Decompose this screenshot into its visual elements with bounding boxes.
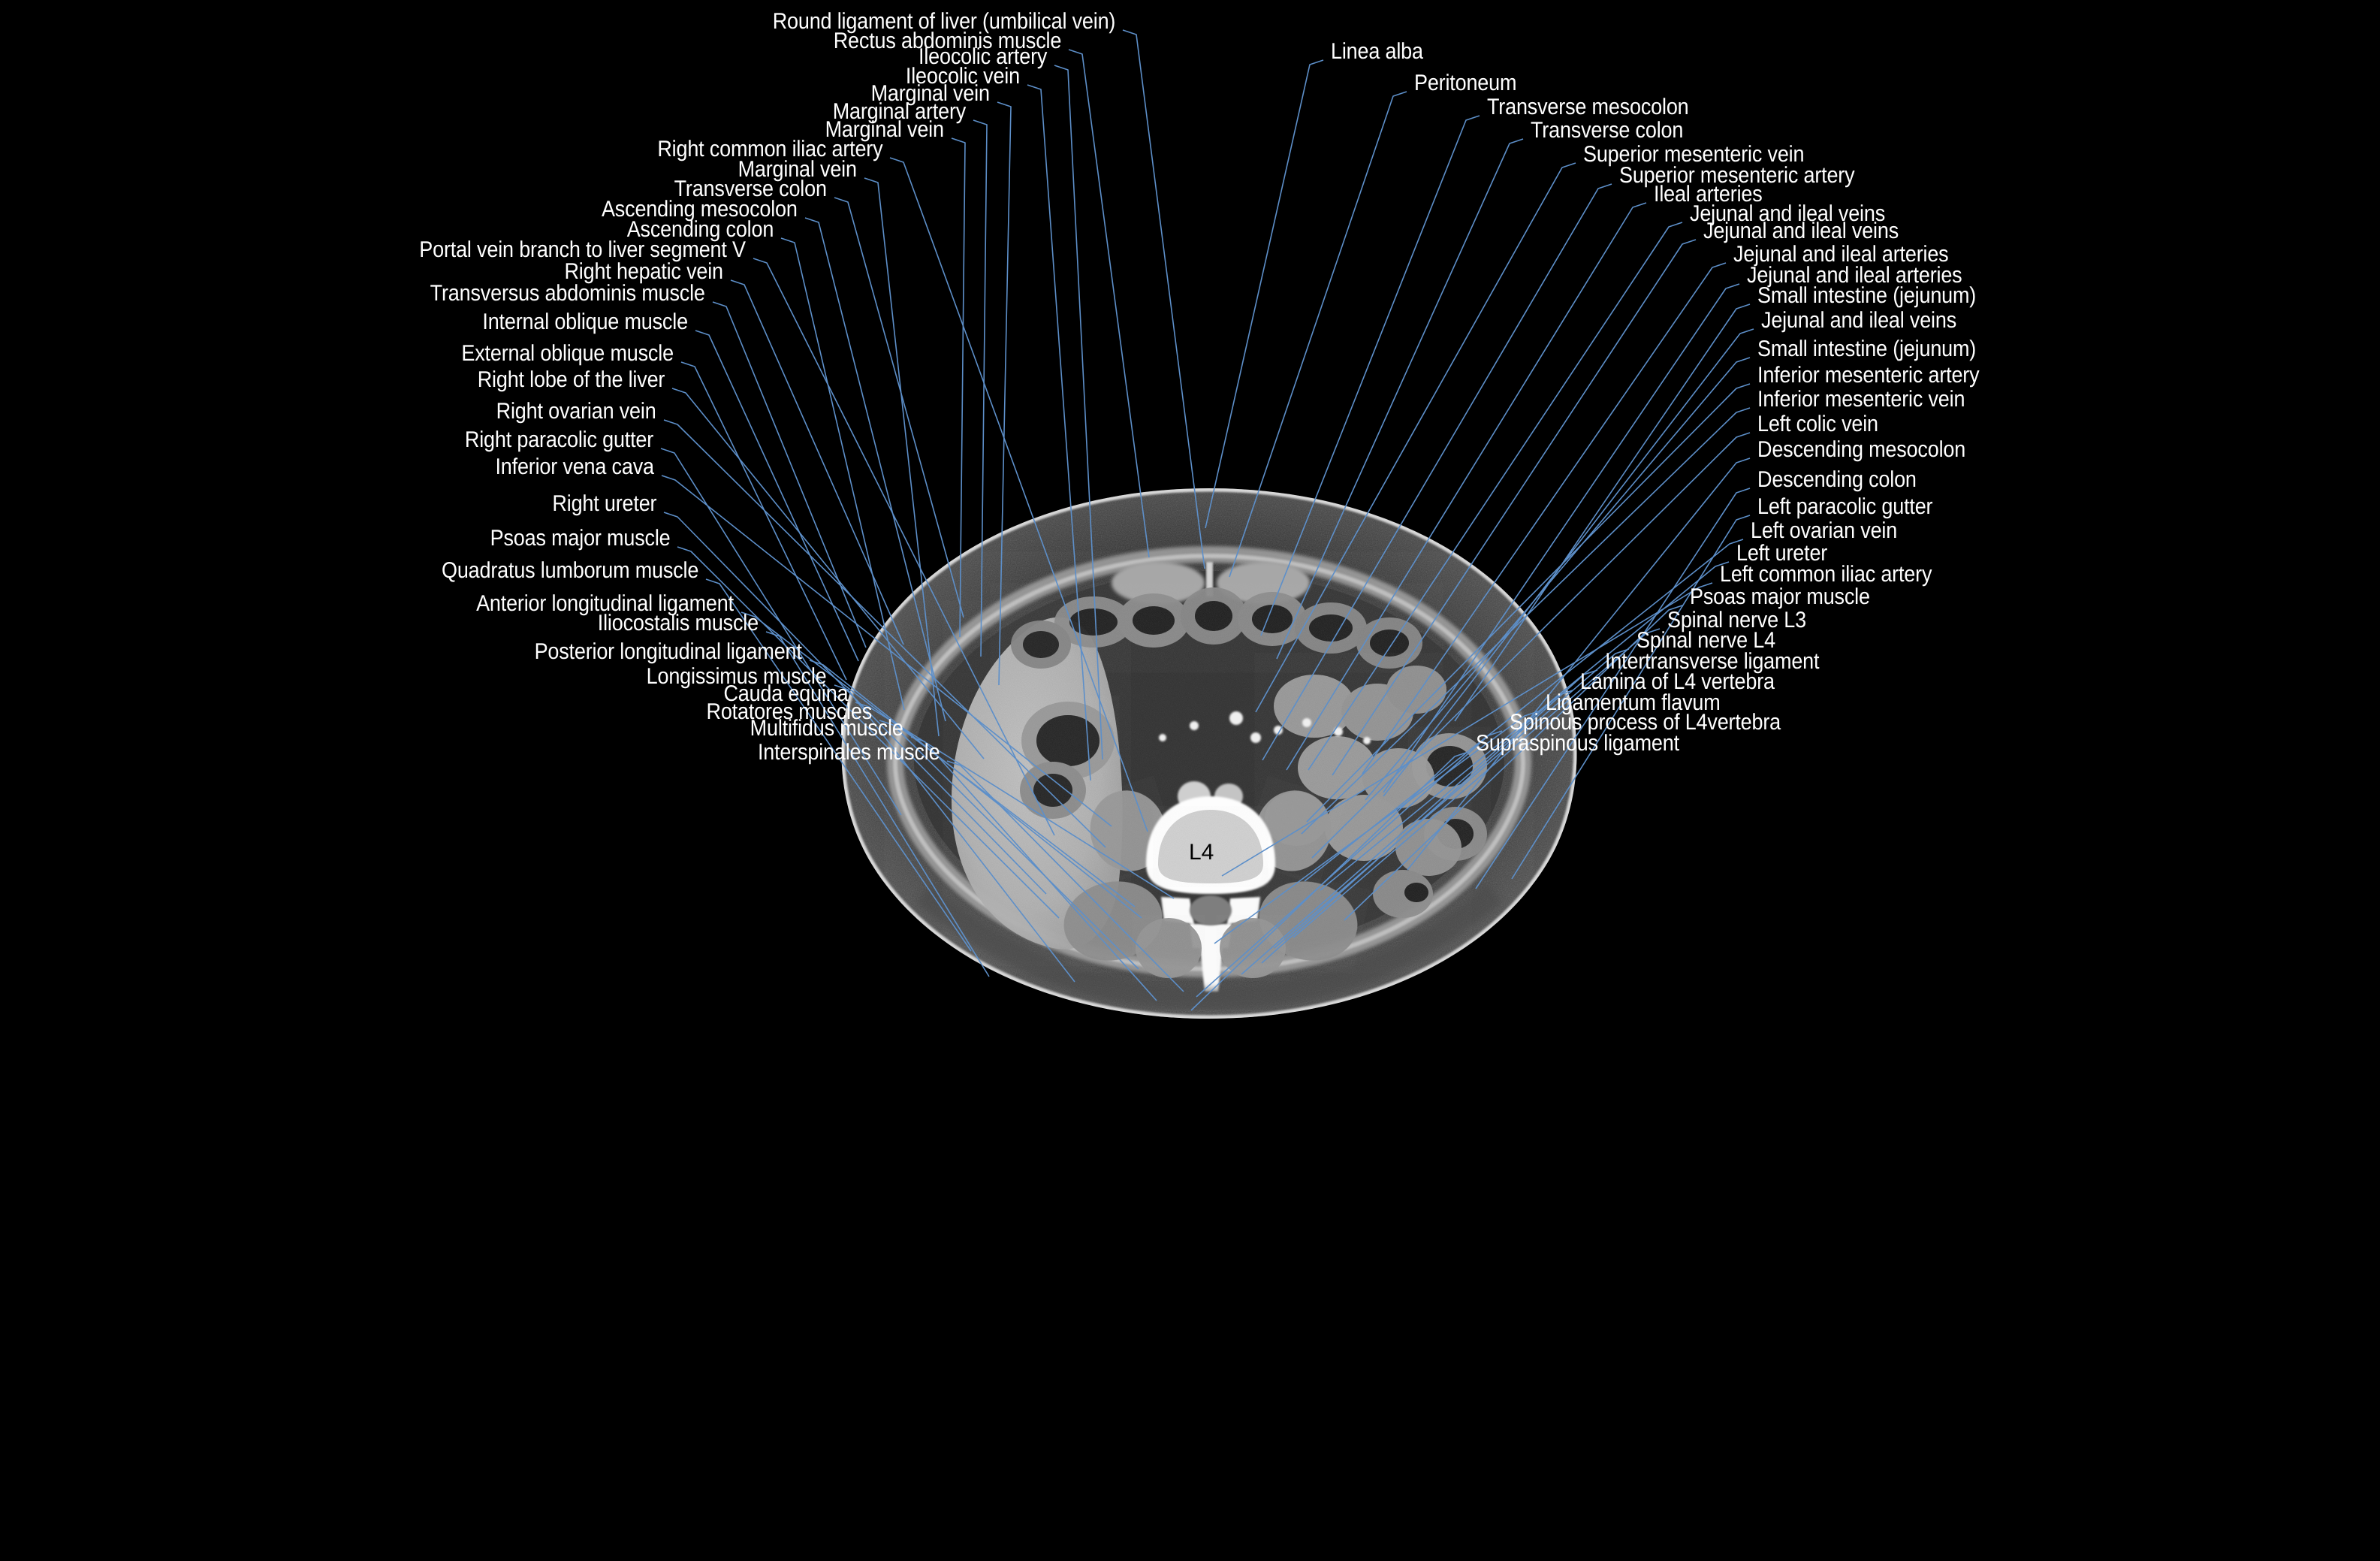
anatomy-label: Left common iliac artery bbox=[1720, 562, 1932, 587]
anatomy-label: Ileal arteries bbox=[1654, 182, 1763, 207]
anatomy-label: Interspinales muscle bbox=[757, 740, 940, 765]
anatomy-label: Peritoneum bbox=[1414, 71, 1517, 95]
anatomy-label: Rotatores muscles bbox=[706, 699, 872, 724]
anatomy-label: Spinous process of L4vertebra bbox=[1510, 710, 1781, 735]
anatomy-label: Multifidus muscle bbox=[750, 716, 903, 741]
anatomy-label: Transverse colon bbox=[1531, 118, 1684, 143]
anatomy-label: Ileocolic artery bbox=[918, 44, 1047, 69]
anatomy-label: Marginal artery bbox=[832, 99, 967, 124]
anatomy-label: Portal vein branch to liver segment V bbox=[419, 237, 746, 262]
anatomy-label: Jejunal and ileal arteries bbox=[1733, 242, 1949, 267]
anatomy-label: Quadratus lumborum muscle bbox=[441, 558, 698, 583]
anatomy-label: Superior mesenteric artery bbox=[1619, 163, 1855, 188]
anatomy-label: Descending mesocolon bbox=[1757, 437, 1966, 462]
anatomy-label: Ascending colon bbox=[626, 217, 774, 242]
anatomy-label: Supraspinous ligament bbox=[1476, 731, 1679, 756]
anatomy-label: Iliocostalis muscle bbox=[597, 611, 759, 636]
anatomy-label: Round ligament of liver (umbilical vein) bbox=[772, 9, 1116, 34]
anatomy-label: Marginal vein bbox=[738, 157, 857, 182]
anatomy-label: Right ureter bbox=[552, 491, 656, 516]
anatomy-label: Rectus abdominis muscle bbox=[833, 29, 1062, 53]
vertebra-level-tag: L4 bbox=[1189, 840, 1214, 865]
anatomy-label: Jejunal and ileal veins bbox=[1690, 201, 1886, 226]
anatomy-label: Spinal nerve L4 bbox=[1636, 628, 1775, 653]
anatomy-label: Inferior mesenteric vein bbox=[1757, 387, 1965, 412]
anatomy-label: Anterior longitudinal ligament bbox=[476, 591, 734, 616]
anatomy-label: Right common iliac artery bbox=[656, 137, 882, 162]
anatomy-label: Right paracolic gutter bbox=[464, 427, 653, 452]
anatomy-label: Jejunal and ileal arteries bbox=[1747, 263, 1962, 288]
anatomy-label: Transversus abdominis muscle bbox=[430, 281, 705, 306]
anatomy-label: Jejunal and ileal veins bbox=[1761, 308, 1957, 333]
anatomy-label: Left paracolic gutter bbox=[1757, 494, 1933, 519]
anatomy-label: Ileocolic vein bbox=[905, 64, 1020, 89]
anatomy-label: Ligamentum flavum bbox=[1546, 690, 1721, 715]
anatomy-label: Descending colon bbox=[1757, 467, 1917, 492]
anatomy-label: Marginal vein bbox=[870, 81, 990, 106]
anatomy-label: Intertransverse ligament bbox=[1605, 649, 1820, 674]
anatomy-label: Cauda equina bbox=[723, 681, 848, 706]
anatomy-label: Left ovarian vein bbox=[1751, 518, 1898, 543]
anatomy-label: Internal oblique muscle bbox=[482, 309, 688, 334]
anatomy-label: Psoas major muscle bbox=[490, 526, 670, 551]
anatomy-label: Small intestine (jejunum) bbox=[1757, 283, 1977, 308]
anatomy-label: Right hepatic vein bbox=[564, 259, 724, 284]
anatomy-label: Posterior longitudinal ligament bbox=[534, 639, 802, 664]
anatomy-label: Right ovarian vein bbox=[496, 399, 656, 424]
anatomy-label: External oblique muscle bbox=[461, 341, 674, 366]
anatomy-label: Small intestine (jejunum) bbox=[1757, 337, 1977, 361]
anatomy-label: Marginal vein bbox=[825, 117, 944, 142]
anatomy-label: Longissimus muscle bbox=[647, 664, 827, 689]
anatomy-label: Superior mesenteric vein bbox=[1583, 142, 1805, 167]
anatomy-label: Jejunal and ileal veins bbox=[1703, 219, 1899, 243]
anatomy-label: Spinal nerve L3 bbox=[1667, 608, 1806, 633]
anatomy-label: Ascending mesocolon bbox=[602, 197, 798, 222]
anatomy-label: Transverse colon bbox=[674, 177, 827, 201]
anatomy-label: Right lobe of the liver bbox=[477, 367, 665, 392]
anatomy-label: Lamina of L4 vertebra bbox=[1580, 669, 1775, 694]
anatomy-label: Left ureter bbox=[1736, 541, 1828, 566]
anatomy-label: Transverse mesocolon bbox=[1487, 95, 1689, 119]
anatomy-label: Inferior vena cava bbox=[495, 454, 655, 479]
anatomy-label: Linea alba bbox=[1331, 39, 1423, 64]
anatomy-label: Psoas major muscle bbox=[1690, 584, 1870, 609]
anatomy-label: Inferior mesenteric artery bbox=[1757, 363, 1980, 388]
anatomy-label: Left colic vein bbox=[1757, 412, 1878, 436]
